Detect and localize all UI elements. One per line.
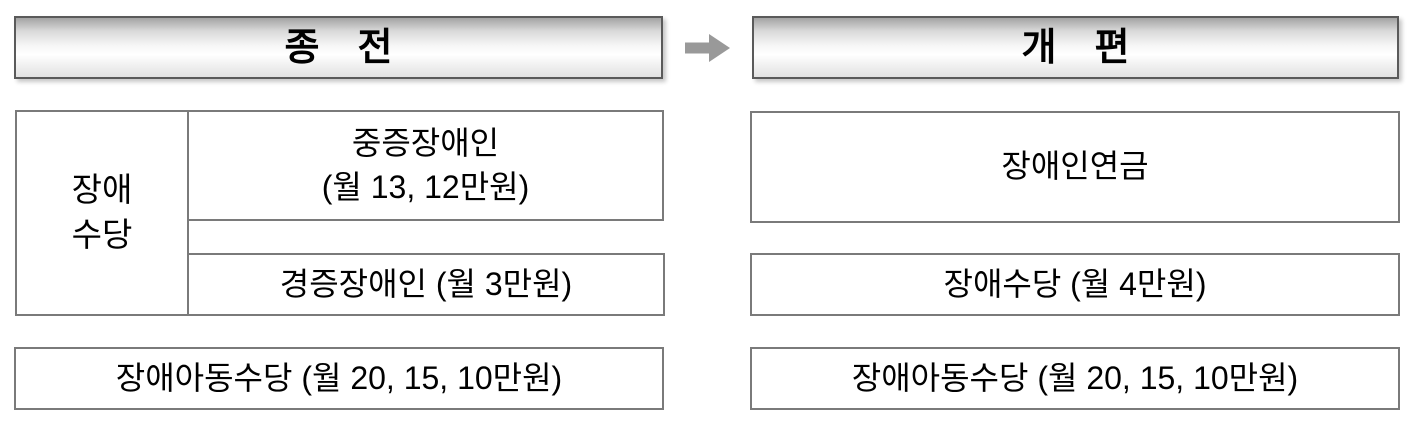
group-label-text: 장애 수당 xyxy=(72,168,133,257)
mild-cell-label: 경증장애인 (월 3만원) xyxy=(279,265,573,302)
before-header: 종 전 xyxy=(14,16,663,79)
group-label-line2: 수당 xyxy=(71,216,133,253)
after-child-allowance-label: 장애아동수당 (월 20, 15, 10만원) xyxy=(851,359,1299,396)
before-child-allowance-label: 장애아동수당 (월 20, 15, 10만원) xyxy=(115,359,563,396)
severe-cell-text: 중증장애인 (월 13, 12만원) xyxy=(322,122,530,208)
after-allowance-box: 장애수당 (월 4만원) xyxy=(750,253,1400,316)
severe-cell-line1: 중증장애인 xyxy=(351,125,500,162)
group-label-line1: 장애 xyxy=(71,171,133,209)
before-header-label: 종 전 xyxy=(284,26,393,69)
before-mild-cell: 경증장애인 (월 3만원) xyxy=(187,253,665,316)
after-header: 개 편 xyxy=(752,16,1399,79)
right-arrow-icon xyxy=(685,34,730,62)
severe-cell-line2: (월 13, 12만원) xyxy=(321,168,530,205)
after-header-label: 개 편 xyxy=(1021,26,1130,69)
after-child-allowance-box: 장애아동수당 (월 20, 15, 10만원) xyxy=(750,347,1400,410)
before-child-allowance-box: 장애아동수당 (월 20, 15, 10만원) xyxy=(14,347,664,410)
pension-label: 장애인연금 xyxy=(1001,148,1149,185)
after-pension-box: 장애인연금 xyxy=(750,111,1400,223)
before-group-label-cell: 장애 수당 xyxy=(15,110,189,316)
allowance-label: 장애수당 (월 4만원) xyxy=(943,265,1207,302)
before-severe-cell: 중증장애인 (월 13, 12만원) xyxy=(187,110,664,221)
